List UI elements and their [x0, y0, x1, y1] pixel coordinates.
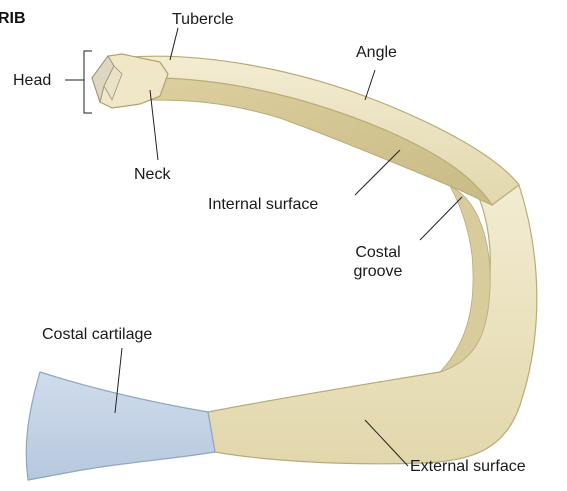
- label-external-surface: External surface: [410, 457, 526, 476]
- label-tubercle: Tubercle: [172, 10, 234, 29]
- label-head: Head: [13, 71, 51, 90]
- tubercle-leader: [170, 28, 178, 60]
- angle-leader: [365, 70, 375, 100]
- label-costal-groove-line1: Costal: [343, 243, 413, 262]
- figure-title: RIB: [0, 9, 26, 28]
- costal-groove-leader: [420, 197, 462, 240]
- rib-external-surface: [208, 180, 537, 464]
- label-costal-groove: Costal groove: [343, 243, 413, 281]
- costal-cartilage-shape: [26, 372, 215, 480]
- label-costal-cartilage: Costal cartilage: [42, 325, 152, 344]
- head-bracket: [84, 51, 92, 113]
- label-neck: Neck: [134, 165, 170, 184]
- label-angle: Angle: [356, 43, 397, 62]
- label-costal-groove-line2: groove: [343, 262, 413, 281]
- internal-surface-leader: [355, 150, 400, 195]
- label-internal-surface: Internal surface: [208, 195, 318, 214]
